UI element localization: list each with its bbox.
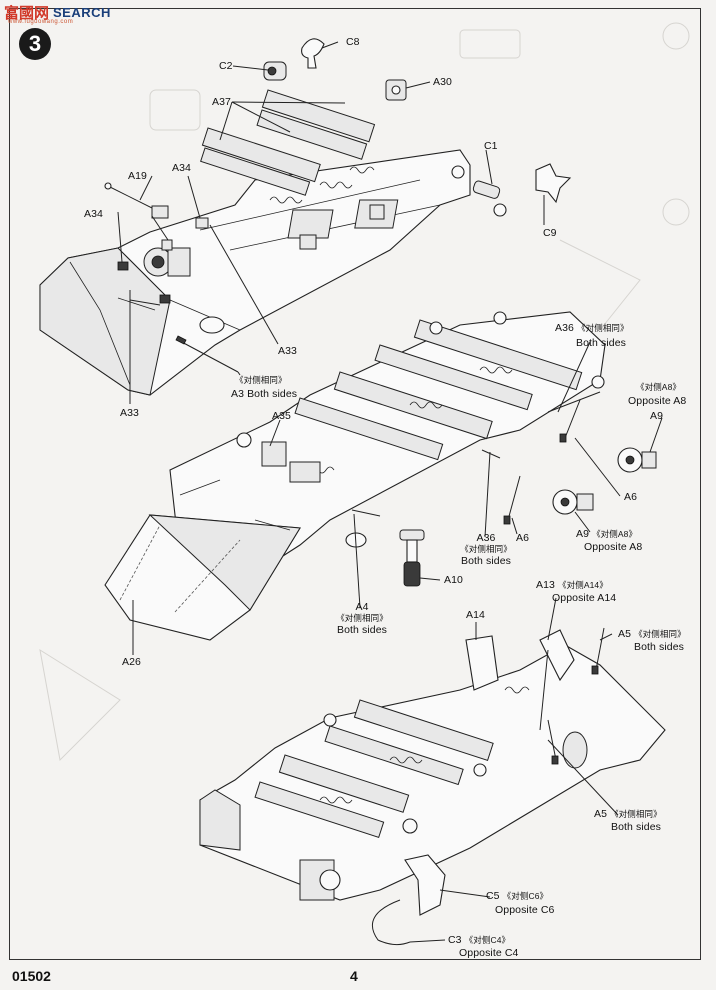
- middle-hull-assembly: [104, 311, 657, 641]
- c3-cn: 《对侧C4》: [464, 935, 511, 945]
- part-label-a26: A26: [122, 656, 141, 668]
- part-label-a34-left: A34: [84, 208, 103, 220]
- part-label-a5-top: A5 《对侧相同》: [618, 628, 686, 640]
- part-label-a3: 《对侧相同》: [235, 375, 287, 386]
- part-label-a19: A19: [128, 170, 147, 182]
- middle-leader-lines: [132, 341, 663, 655]
- part-label-a36-mid: A36 《对侧相同》 Both sides: [460, 532, 512, 567]
- part-label-a13: A13 《对侧A14》: [536, 579, 608, 591]
- c3-id: C3: [448, 934, 462, 946]
- a36-right-cn: 《对侧相同》: [577, 323, 629, 333]
- part-label-c8: C8: [346, 36, 360, 48]
- part-label-c2: C2: [219, 60, 233, 72]
- lower-leader-lines: [409, 597, 619, 943]
- part-label-c9: C9: [543, 227, 557, 239]
- a5-bottom-id: A5: [594, 808, 608, 820]
- part-label-c5: C5 《对侧C6》: [486, 890, 548, 902]
- a5-top-id: A5: [618, 628, 632, 640]
- shock-absorber-a10: [399, 529, 425, 587]
- part-label-c3-note: Opposite C4: [459, 947, 519, 959]
- page-frame: [9, 8, 701, 960]
- part-label-a5-top-note: Both sides: [634, 641, 685, 653]
- watermark-en: SEARCH: [53, 4, 111, 20]
- a5-top-cn: 《对侧相同》: [634, 629, 686, 639]
- part-label-a6-right: A6: [624, 491, 638, 503]
- part-label-a9-mid-note: Opposite A8: [584, 541, 643, 553]
- part-label-a35: A35: [272, 410, 291, 422]
- show-through-ghost: [39, 22, 690, 762]
- step-number-badge: 3: [19, 28, 51, 60]
- a9-mid-id: A9: [576, 528, 590, 540]
- a9-mid-cn: 《对侧A8》: [592, 529, 638, 539]
- part-label-a33-left: A33: [120, 407, 139, 419]
- a13-id: A13: [536, 579, 555, 591]
- part-label-a10: A10: [444, 574, 463, 586]
- part-label-a8-note: Opposite A8: [628, 395, 687, 407]
- wheel-hubs-middle: [552, 447, 657, 515]
- a8-cn: 《对侧A8》: [636, 382, 681, 392]
- spring-coils-upper: [269, 166, 375, 204]
- part-label-a6-mid: A6: [516, 532, 530, 544]
- kit-code: 01502: [12, 968, 51, 984]
- upper-leader-lines: [117, 41, 545, 404]
- part-label-a37: A37: [212, 96, 231, 108]
- c5-cn: 《对侧C6》: [502, 891, 549, 901]
- a4-cn: 《对侧相同》: [336, 613, 388, 623]
- part-label-a5-bottom: A5 《对侧相同》: [594, 808, 662, 820]
- a36-right-id: A36: [555, 322, 574, 334]
- spring-coils-lower: [319, 686, 530, 804]
- a5-bottom-cn: 《对侧相同》: [610, 809, 662, 819]
- part-label-a9-mid: A9 《对侧A8》: [576, 528, 637, 540]
- part-label-c3: C3 《对侧C4》: [448, 934, 510, 946]
- a13-cn: 《对侧A14》: [558, 580, 608, 590]
- part-label-a5-bottom-note: Both sides: [611, 821, 662, 833]
- a36-mid-note: Both sides: [460, 555, 512, 567]
- part-label-a36-right-note: Both sides: [576, 337, 627, 349]
- part-label-a3-id: A3 Both sides: [231, 388, 297, 400]
- a3-id: A3: [231, 388, 245, 400]
- part-label-c5-note: Opposite C6: [495, 904, 555, 916]
- part-label-a30: A30: [433, 76, 452, 88]
- part-label-a8-cn: 《对侧A8》: [636, 382, 681, 393]
- watermark-url: www.fuguowang.com: [8, 19, 74, 25]
- lower-hull-assembly: [199, 627, 666, 946]
- a4-note: Both sides: [336, 624, 388, 636]
- a36-mid-cn: 《对侧相同》: [460, 544, 512, 554]
- part-label-a9-right: A9: [650, 410, 664, 422]
- upper-hull-assembly: [39, 38, 572, 396]
- c5-id: C5: [486, 890, 500, 902]
- watermark-cn: 富國网: [4, 4, 50, 22]
- a3-cn-note: 《对侧相同》: [235, 375, 287, 385]
- a3-note: Both sides: [247, 388, 298, 400]
- a36-mid-id: A36: [476, 532, 496, 544]
- part-label-c1: C1: [484, 140, 498, 152]
- part-label-a36-right: A36 《对侧相同》: [555, 322, 629, 334]
- part-label-a34-top: A34: [172, 162, 191, 174]
- part-label-a14: A14: [466, 609, 485, 621]
- page-number: 4: [350, 968, 358, 984]
- part-label-a4: A4 《对侧相同》 Both sides: [336, 601, 388, 636]
- part-label-a33-right: A33: [278, 345, 297, 357]
- site-watermark: 富國网 SEARCH: [4, 2, 111, 22]
- a4-id: A4: [355, 601, 369, 613]
- part-label-a13-note: Opposite A14: [552, 592, 617, 604]
